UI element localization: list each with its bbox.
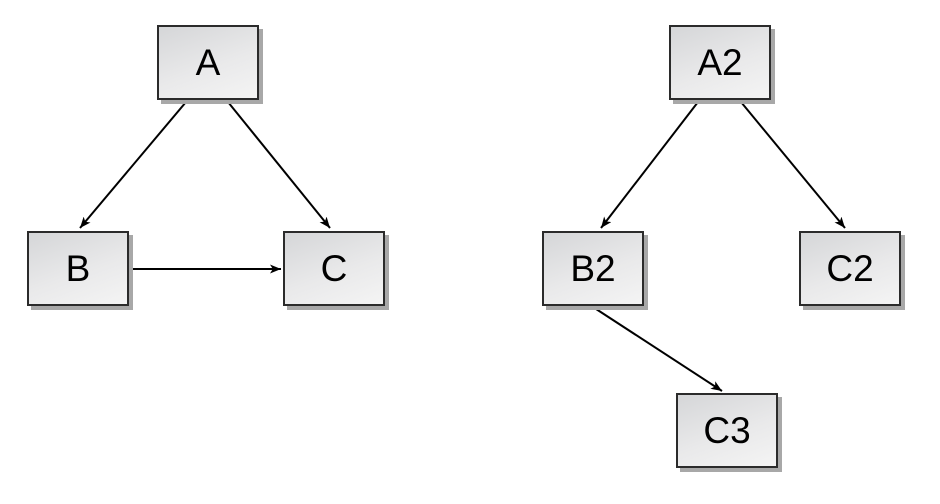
node-B[interactable]: B	[27, 231, 129, 306]
node-C2[interactable]: C2	[799, 231, 901, 306]
node-B-label: B	[65, 248, 91, 289]
node-C-label: C	[320, 248, 348, 289]
node-B2-label: B2	[570, 248, 616, 289]
edge-A2-B2[interactable]	[600, 101, 699, 229]
edge-A-C[interactable]	[227, 101, 331, 229]
node-C3-label: C3	[703, 410, 751, 451]
node-A2[interactable]: A2	[669, 25, 771, 100]
node-C2-label: C2	[826, 248, 874, 289]
node-A-label: A	[195, 42, 221, 83]
node-A[interactable]: A	[157, 25, 259, 100]
node-C3[interactable]: C3	[676, 393, 778, 468]
node-A2-label: A2	[697, 42, 743, 83]
edge-A-B[interactable]	[79, 101, 187, 229]
node-C[interactable]: C	[283, 231, 385, 306]
edge-B2-C3[interactable]	[592, 306, 723, 392]
edge-A2-C2[interactable]	[740, 101, 846, 229]
node-B2[interactable]: B2	[542, 231, 644, 306]
